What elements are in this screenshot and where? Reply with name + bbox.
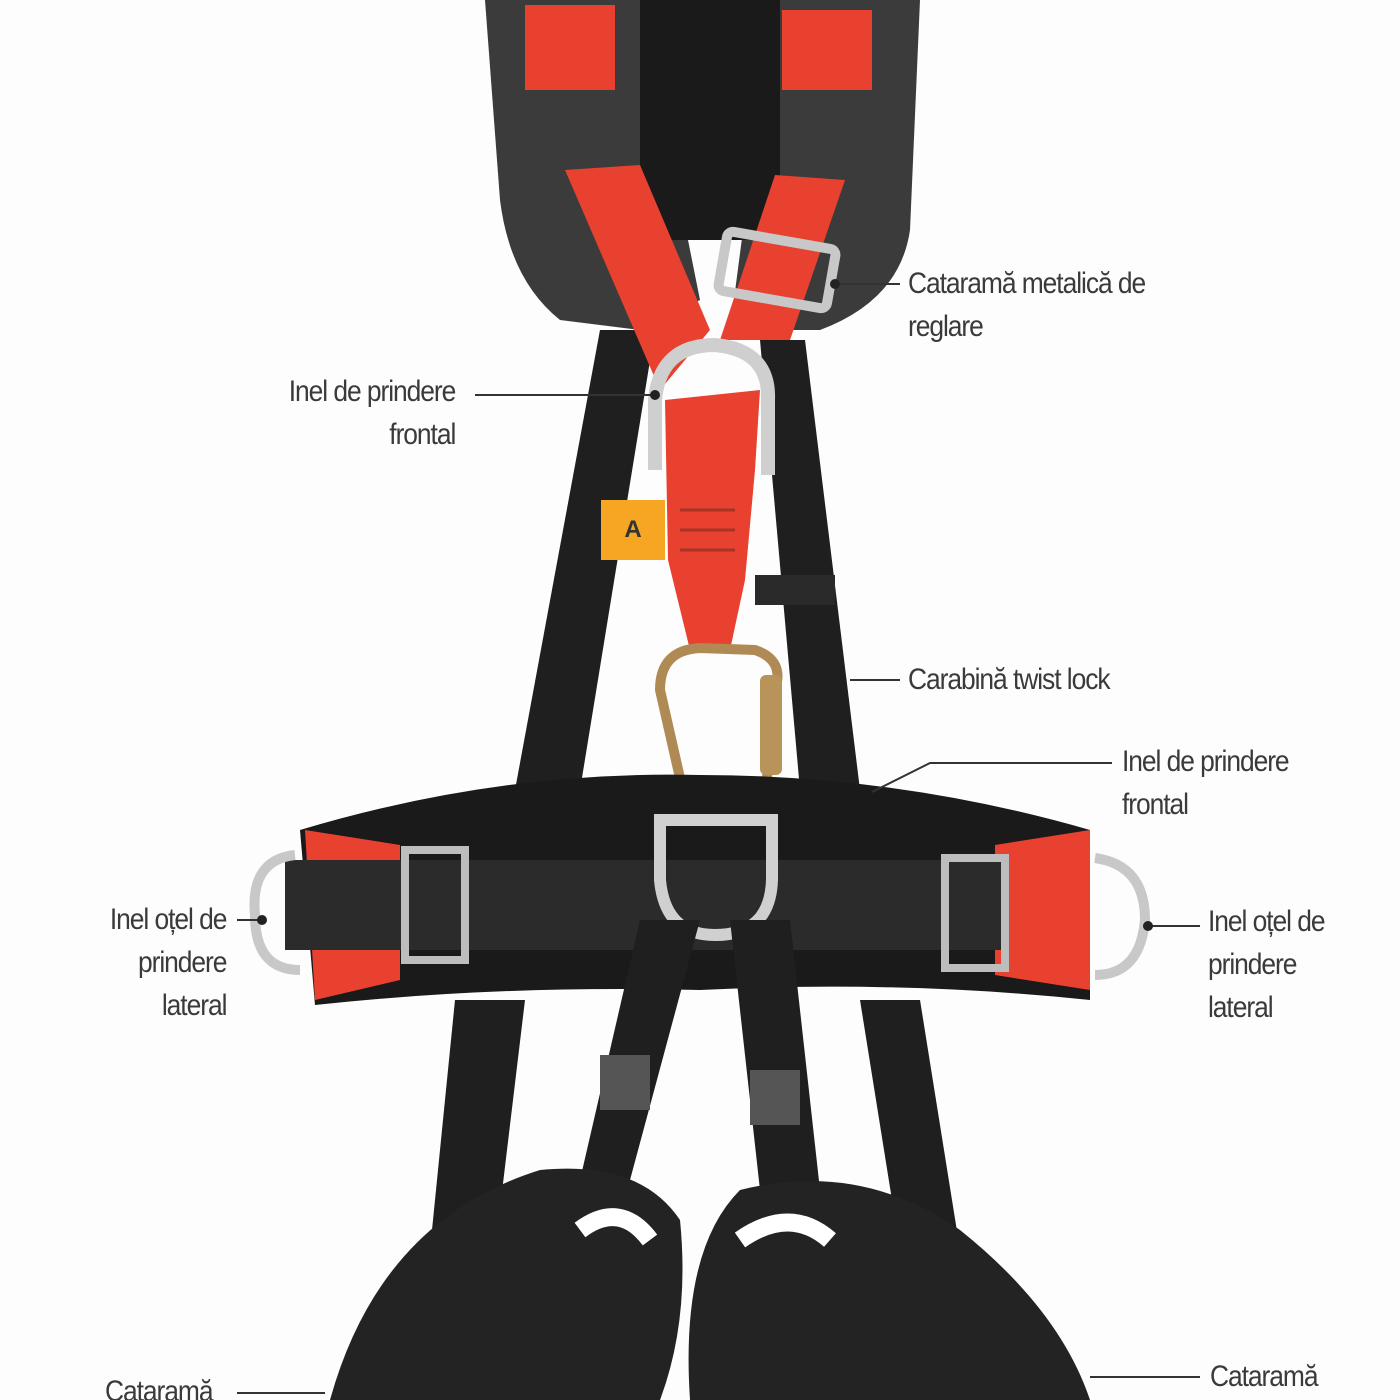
waist-red-right — [995, 830, 1090, 990]
front-d-ring-lower — [654, 814, 778, 942]
back-strap-left — [515, 330, 655, 790]
side-leg-strap-right — [860, 1000, 960, 1250]
label-line: prindere — [137, 946, 227, 979]
adjust-buckle — [713, 226, 841, 314]
chest-strap-red-left — [565, 165, 710, 390]
label-line: lateral — [1208, 991, 1274, 1024]
back-strap-right — [760, 340, 860, 790]
waist-buckle-right — [941, 854, 1009, 972]
label-carabiner: Carabină twist lock — [908, 658, 1111, 701]
leg-pattern-right — [750, 1070, 800, 1125]
twist-lock-sleeve — [760, 675, 782, 775]
leg-strap-left — [580, 920, 700, 1180]
label-front-ring-upper: Inel de prindere frontal — [288, 370, 456, 456]
leg-pattern-left — [600, 1055, 650, 1110]
front-d-ring-upper — [648, 337, 776, 475]
label-line: frontal — [389, 418, 456, 451]
chest-adjuster — [755, 575, 835, 605]
label-front-ring-lower: Inel de prindere frontal — [1122, 740, 1290, 826]
label-side-ring-right: Inel oțel de prindere lateral — [1208, 900, 1326, 1029]
leader-lines — [237, 283, 1200, 1394]
label-line: lateral — [161, 989, 227, 1022]
front-connector-red — [665, 390, 760, 650]
side-ring-left — [249, 850, 301, 975]
shoulder-red-patch-right — [782, 10, 872, 90]
label-side-ring-left: Inel oțel de prindere lateral — [109, 898, 227, 1027]
label-line: Cataramă metalică de — [908, 267, 1146, 300]
size-tag: A — [601, 500, 665, 560]
waist-buckle-left — [401, 846, 469, 964]
leg-loop-left — [330, 1168, 683, 1400]
label-line: reglare — [908, 310, 984, 343]
label-buckle-right: Cataramă — [1210, 1355, 1319, 1398]
leg-loop-right — [688, 1181, 1090, 1400]
label-line: Inel de prindere — [1122, 745, 1290, 778]
label-line: Cataramă — [1210, 1360, 1319, 1393]
side-ring-right — [1094, 853, 1151, 980]
label-buckle-left: Cataramă — [105, 1370, 214, 1400]
shoulder-red-patch-left — [525, 5, 615, 90]
label-line: frontal — [1122, 788, 1189, 821]
label-adjust-buckle: Cataramă metalică de reglare — [908, 262, 1146, 348]
label-line: Carabină twist lock — [908, 663, 1111, 696]
label-line: Cataramă — [105, 1375, 214, 1400]
label-line: Inel oțel de — [1208, 905, 1326, 938]
back-mesh — [640, 0, 780, 240]
label-line: Inel de prindere — [288, 375, 456, 408]
label-line: Inel oțel de — [109, 903, 227, 936]
label-line: prindere — [1208, 948, 1297, 981]
